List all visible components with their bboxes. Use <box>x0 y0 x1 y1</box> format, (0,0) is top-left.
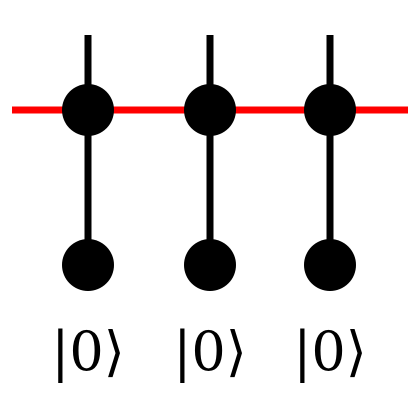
column-3: |0⟩ <box>293 35 367 383</box>
ket-label: |0⟩ <box>173 320 247 383</box>
control-node <box>62 84 114 136</box>
column-1: |0⟩ <box>51 35 125 383</box>
ancilla-node <box>62 239 114 291</box>
control-node <box>184 84 236 136</box>
column-2: |0⟩ <box>173 35 247 383</box>
control-node <box>304 84 356 136</box>
ket-label: |0⟩ <box>51 320 125 383</box>
ket-label: |0⟩ <box>293 320 367 383</box>
ancilla-node <box>184 239 236 291</box>
ancilla-node <box>304 239 356 291</box>
